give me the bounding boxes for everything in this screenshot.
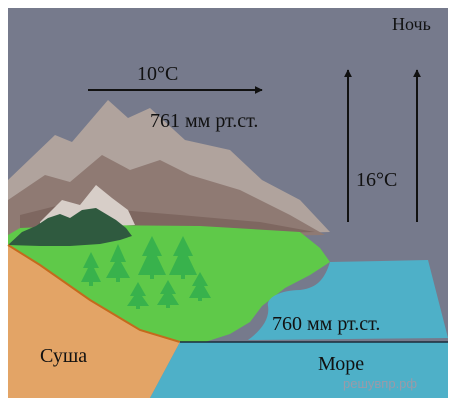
tree — [189, 272, 211, 301]
land-soil — [8, 245, 180, 398]
coast-line — [7, 244, 181, 343]
watermark: решувпр.рф — [343, 376, 417, 391]
top-pressure-label: 761 мм рт.ст. — [150, 110, 258, 132]
sea — [150, 342, 448, 398]
trees — [81, 236, 211, 309]
land-label: Суша — [40, 345, 87, 367]
tree — [127, 282, 149, 309]
tree — [157, 280, 179, 308]
bushes — [8, 208, 132, 246]
sea-temperature-label: 16°C — [356, 169, 397, 191]
tree — [169, 236, 197, 279]
sea-surface — [248, 260, 448, 340]
tree — [81, 252, 101, 286]
tree — [138, 236, 166, 279]
night-label: Ночь — [392, 14, 431, 34]
top-temperature-label: 10°C — [137, 63, 178, 85]
tree — [106, 244, 130, 282]
sea-pressure-label: 760 мм рт.ст. — [272, 313, 380, 335]
sea-label: Море — [318, 353, 364, 375]
